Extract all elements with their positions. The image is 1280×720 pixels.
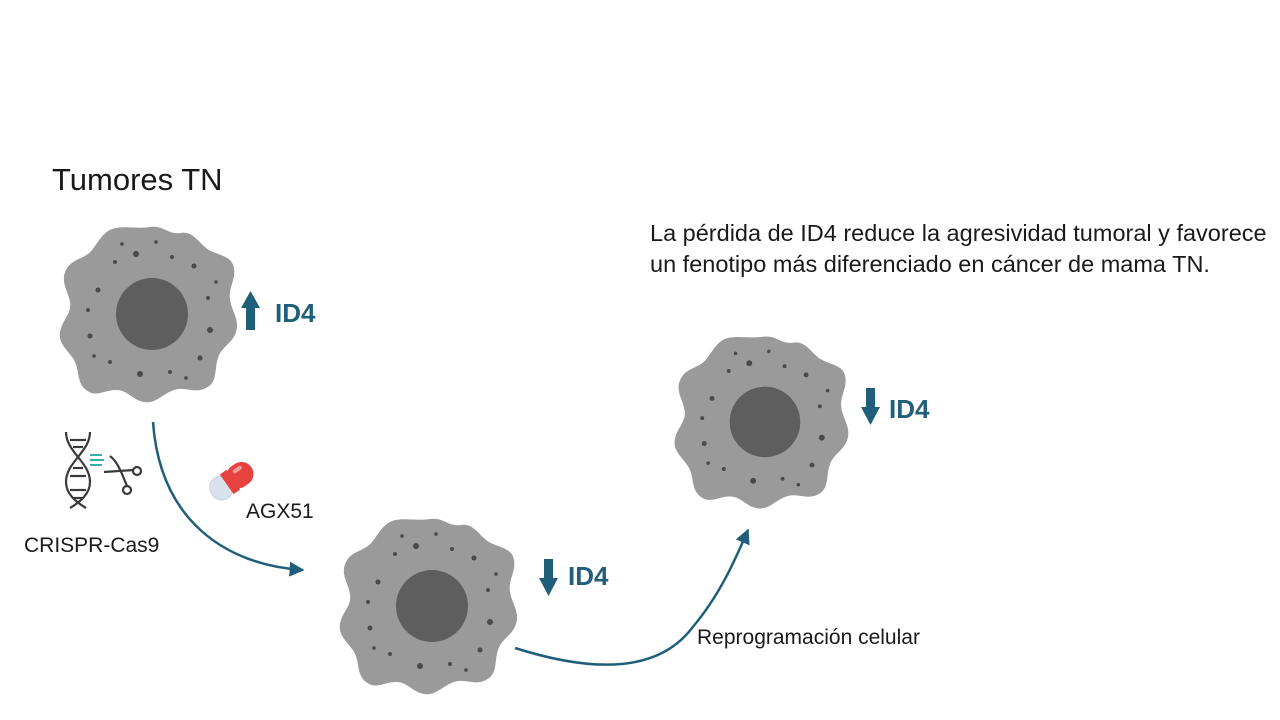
crispr-label: CRISPR-Cas9 (24, 534, 160, 557)
treatment-flow-arrow (151, 421, 305, 577)
tumor-cell-high-id4 (59, 226, 238, 403)
diagram-title: Tumores TN (52, 162, 223, 197)
reprogramming-flow-arrow (514, 528, 750, 666)
reprogrammed-cell (674, 336, 849, 509)
dna-scissors-icon (64, 431, 143, 509)
reprogramming-label: Reprogramación celular (697, 626, 920, 649)
id4-marker-low-reprogrammed: ID4 (889, 394, 930, 424)
down-arrow-icon (861, 388, 880, 425)
tumor-cell-low-id4 (339, 518, 518, 695)
id4-marker-high: ID4 (275, 298, 316, 328)
pill-icon (209, 461, 254, 501)
id4-marker-low: ID4 (568, 561, 609, 591)
up-arrow-icon (241, 291, 260, 330)
down-arrow-icon (539, 559, 558, 596)
agx51-label: AGX51 (246, 500, 314, 523)
description-text: La pérdida de ID4 reduce la agresividad … (650, 220, 1267, 277)
